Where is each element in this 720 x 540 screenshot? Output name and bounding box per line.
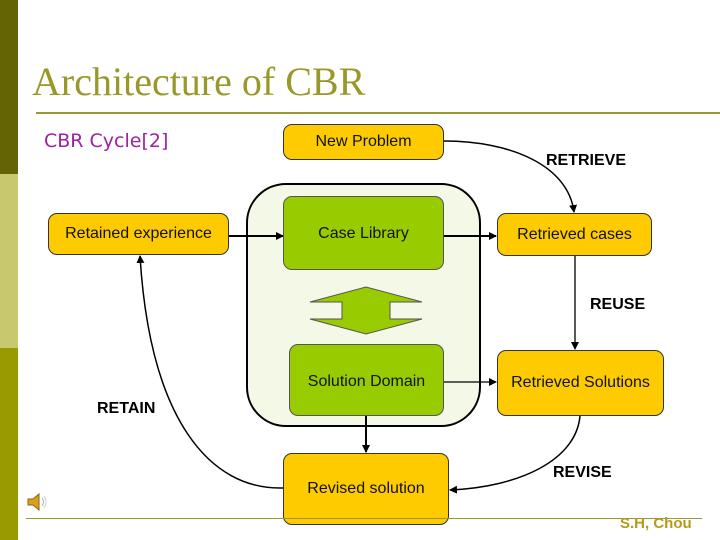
retrieve-step-label: RETRIEVE [546, 152, 627, 169]
case-library-label: Case Library [318, 225, 409, 242]
speaker-icon[interactable] [26, 491, 48, 513]
author-credit: S.H, Chou [620, 515, 692, 532]
retained-experience-box: Retained experience [48, 213, 229, 255]
retrieved-solutions-box: Retrieved Solutions [497, 350, 664, 416]
bidirectional-arrow [309, 286, 423, 335]
retrieved-solutions-label: Retrieved Solutions [511, 374, 650, 391]
footer-divider [26, 518, 702, 519]
retain-step-label: RETAIN [97, 400, 156, 417]
sidebar-band-middle [0, 174, 18, 348]
sidebar-band-top [0, 0, 18, 174]
revised-solution-box: Revised solution [283, 453, 449, 525]
solution-domain-box: Solution Domain [289, 344, 444, 416]
revise-step-label: REVISE [553, 464, 612, 481]
slide-title: Architecture of CBR [32, 59, 366, 104]
solution-domain-label: Solution Domain [307, 373, 426, 390]
retrieve-arrow [443, 140, 578, 213]
sidebar-band-bottom [0, 348, 18, 540]
retrieved-cases-box: Retrieved cases [497, 213, 652, 256]
reuse-step-label: REUSE [590, 296, 646, 313]
new-problem-label: New Problem [315, 133, 412, 150]
retrieved-cases-label: Retrieved cases [517, 225, 632, 243]
retain-arrow [136, 255, 284, 489]
revise-arrow [449, 415, 581, 494]
revised-solution-label: Revised solution [307, 480, 425, 497]
title-divider [36, 112, 720, 114]
retained-experience-label: Retained experience [65, 225, 212, 242]
new-problem-box: New Problem [283, 124, 444, 160]
slide-subtitle: CBR Cycle[2] [44, 130, 169, 152]
case-library-box: Case Library [283, 196, 444, 270]
